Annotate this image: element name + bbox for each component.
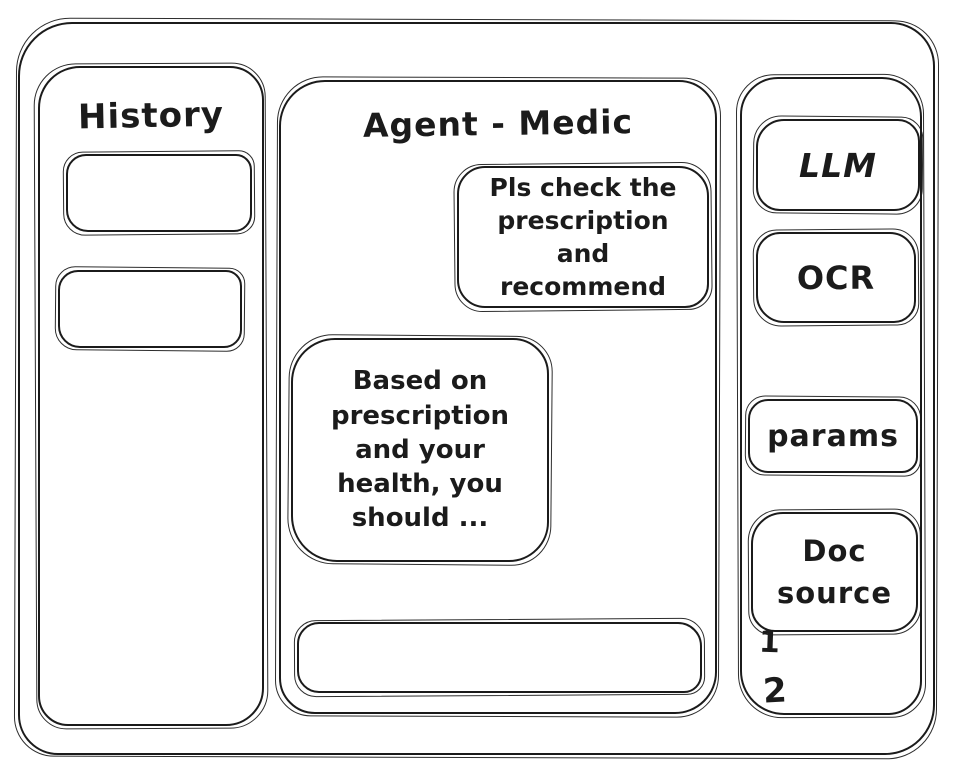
doc-source-item-1[interactable]: 1 (758, 624, 781, 661)
app-frame: History Agent - Medic Pls check the pres… (18, 22, 935, 755)
chat-message-user: Pls check the prescription and recommend (457, 166, 709, 308)
chat-title: Agent - Medic (362, 102, 634, 145)
chat-message-user-text: Pls check the prescription and recommend (489, 173, 677, 301)
history-item-2[interactable] (58, 270, 242, 348)
ocr-button[interactable]: OCR (756, 232, 916, 323)
history-item-1[interactable] (66, 154, 252, 232)
tools-panel: LLM OCR params Doc source 1 2 (740, 77, 922, 715)
doc-source-button[interactable]: Doc source (751, 512, 918, 632)
chat-message-assistant: Based on prescription and your health, y… (291, 338, 549, 562)
chat-input-container (297, 622, 702, 693)
llm-button[interactable]: LLM (756, 119, 920, 211)
history-panel: History (38, 66, 264, 726)
chat-input[interactable] (299, 624, 700, 691)
doc-source-item-2[interactable]: 2 (761, 670, 788, 712)
params-button[interactable]: params (748, 399, 918, 473)
history-title: History (77, 94, 225, 138)
chat-message-assistant-text: Based on prescription and your health, y… (330, 366, 509, 534)
chat-panel: Agent - Medic Pls check the prescription… (279, 80, 717, 714)
